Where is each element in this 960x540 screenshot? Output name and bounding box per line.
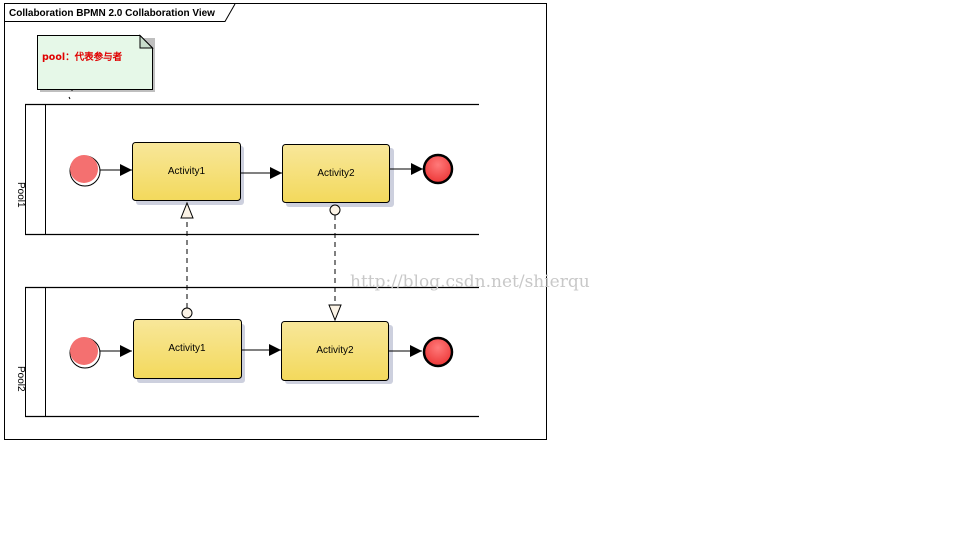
pool-1[interactable]: Pool1 Activity1 Activity2 [15, 103, 479, 236]
activity-box[interactable] [282, 144, 390, 203]
message-source-circle-icon [181, 307, 193, 319]
note[interactable]: pool：代表参与者 [37, 34, 156, 100]
activity-label: Activity1 [168, 166, 206, 177]
start-event-fill [70, 337, 98, 365]
activity-label: Activity2 [317, 168, 355, 179]
note-fold-icon [139, 34, 154, 49]
pool-1-label: Pool1 [15, 182, 26, 208]
frame-title: Collaboration BPMN 2.0 Collaboration Vie… [9, 8, 215, 19]
activity-box[interactable] [281, 321, 389, 381]
message-arrowhead-icon [180, 201, 194, 219]
message-flow[interactable] [180, 201, 194, 319]
activity-box[interactable] [133, 319, 242, 379]
message-arrowhead-icon [328, 304, 342, 322]
pool-2-label: Pool2 [15, 366, 26, 392]
start-event-fill [70, 155, 98, 183]
message-flow[interactable] [328, 204, 342, 322]
end-event[interactable] [422, 336, 454, 368]
activity-box[interactable] [132, 142, 241, 201]
pool-2[interactable]: Pool2 Activity1 Activity2 [15, 286, 479, 418]
activity-label: Activity2 [316, 345, 354, 356]
message-source-circle-icon [329, 204, 341, 216]
note-text: pool：代表参与者 [42, 51, 123, 63]
watermark: http://blog.csdn.net/shierqu [350, 272, 590, 292]
activity-label: Activity1 [168, 343, 206, 354]
end-event[interactable] [422, 153, 454, 185]
